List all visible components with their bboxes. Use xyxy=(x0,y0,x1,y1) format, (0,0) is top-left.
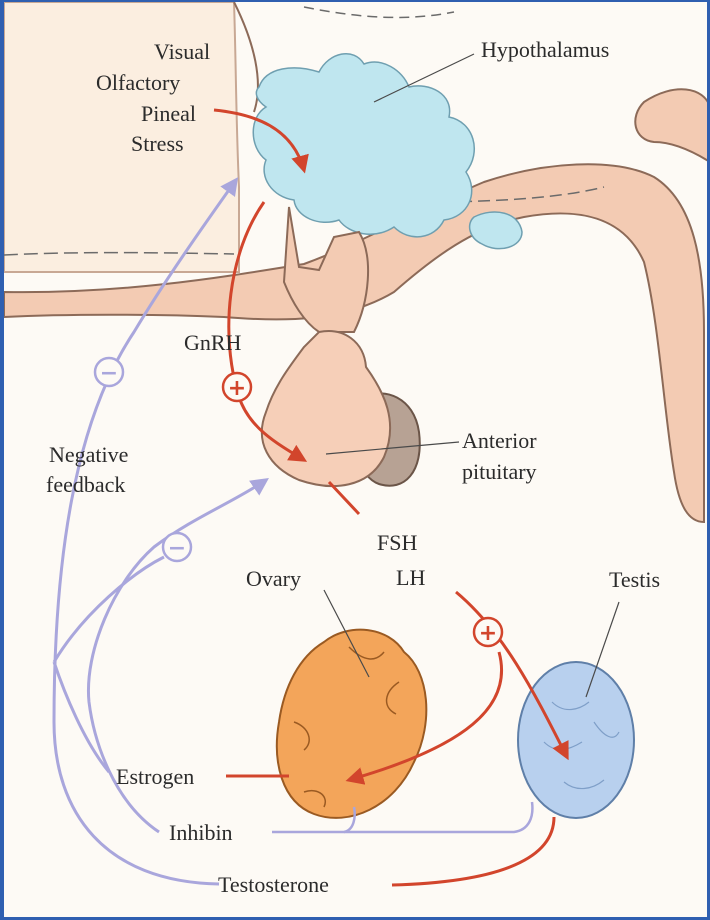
stress-label: Stress xyxy=(131,131,184,156)
stalk-fold xyxy=(234,2,258,112)
estrogen-label: Estrogen xyxy=(116,764,194,789)
ovary-label: Ovary xyxy=(246,566,301,591)
hypothalamus-label: Hypothalamus xyxy=(481,37,609,62)
minus-sign-upper-text: − xyxy=(100,361,118,386)
hypothalamus-lobe xyxy=(470,212,522,249)
olfactory-label: Olfactory xyxy=(96,70,180,95)
hypothalamus-shape xyxy=(253,54,474,237)
anterior-pituitary-label-line1: Anterior xyxy=(462,428,537,453)
inhibin-label: Inhibin xyxy=(169,820,233,845)
fsh-label: FSH xyxy=(377,530,417,555)
negative-feedback-label-line2: feedback xyxy=(46,472,125,497)
negative-feedback-label-line1: Negative xyxy=(49,442,128,467)
plus-sign-gnrh-text: + xyxy=(228,376,246,401)
testis-shape xyxy=(518,662,634,818)
hpg-axis-diagram: − − + + Visual Olfactory Pineal Stress H… xyxy=(4,2,710,920)
feedback-from-estrogen xyxy=(54,662,109,772)
lh-label: LH xyxy=(396,565,425,590)
testosterone-label: Testosterone xyxy=(218,872,329,897)
plus-sign-gnrh: + xyxy=(223,373,251,401)
visual-label: Visual xyxy=(154,39,210,64)
pineal-label: Pineal xyxy=(141,101,196,126)
testosterone-arrow xyxy=(392,817,554,885)
upper-right-fold xyxy=(635,89,710,162)
minus-sign-upper: − xyxy=(95,358,123,386)
anterior-pituitary-label-line2: pituitary xyxy=(462,459,537,484)
minus-sign-lower-text: − xyxy=(168,536,186,561)
fsh-arrow xyxy=(329,482,359,514)
minus-sign-lower: − xyxy=(163,533,191,561)
testis-label: Testis xyxy=(609,567,660,592)
anterior-pituitary-shape xyxy=(262,331,390,486)
gnrh-label: GnRH xyxy=(184,330,242,355)
dashed-upper xyxy=(304,7,454,17)
plus-sign-lh: + xyxy=(474,618,502,646)
plus-sign-lh-text: + xyxy=(479,621,497,646)
